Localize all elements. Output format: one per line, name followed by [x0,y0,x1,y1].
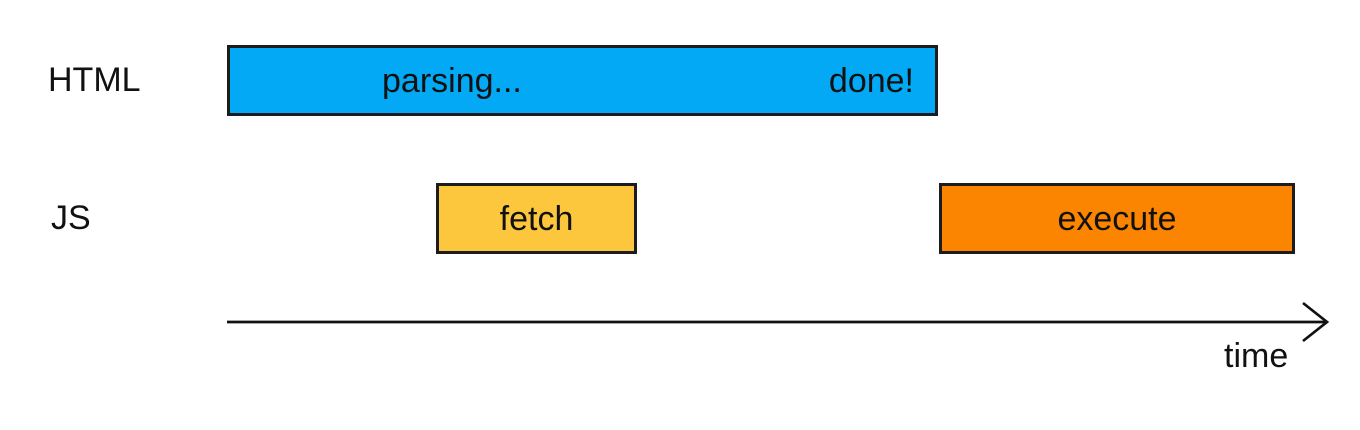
row-label-html: HTML [48,61,141,99]
parsing-label: parsing... [382,61,522,100]
html-parsing-bar: parsing... done! [227,45,938,116]
time-axis-label: time [1224,337,1289,375]
fetch-label: fetch [499,199,574,238]
js-execute-bar: execute [939,183,1295,254]
time-axis-arrow-icon [227,301,1330,343]
done-label: done! [828,61,914,100]
js-fetch-bar: fetch [436,183,637,254]
execute-label: execute [1057,199,1177,238]
row-label-js: JS [51,199,91,237]
